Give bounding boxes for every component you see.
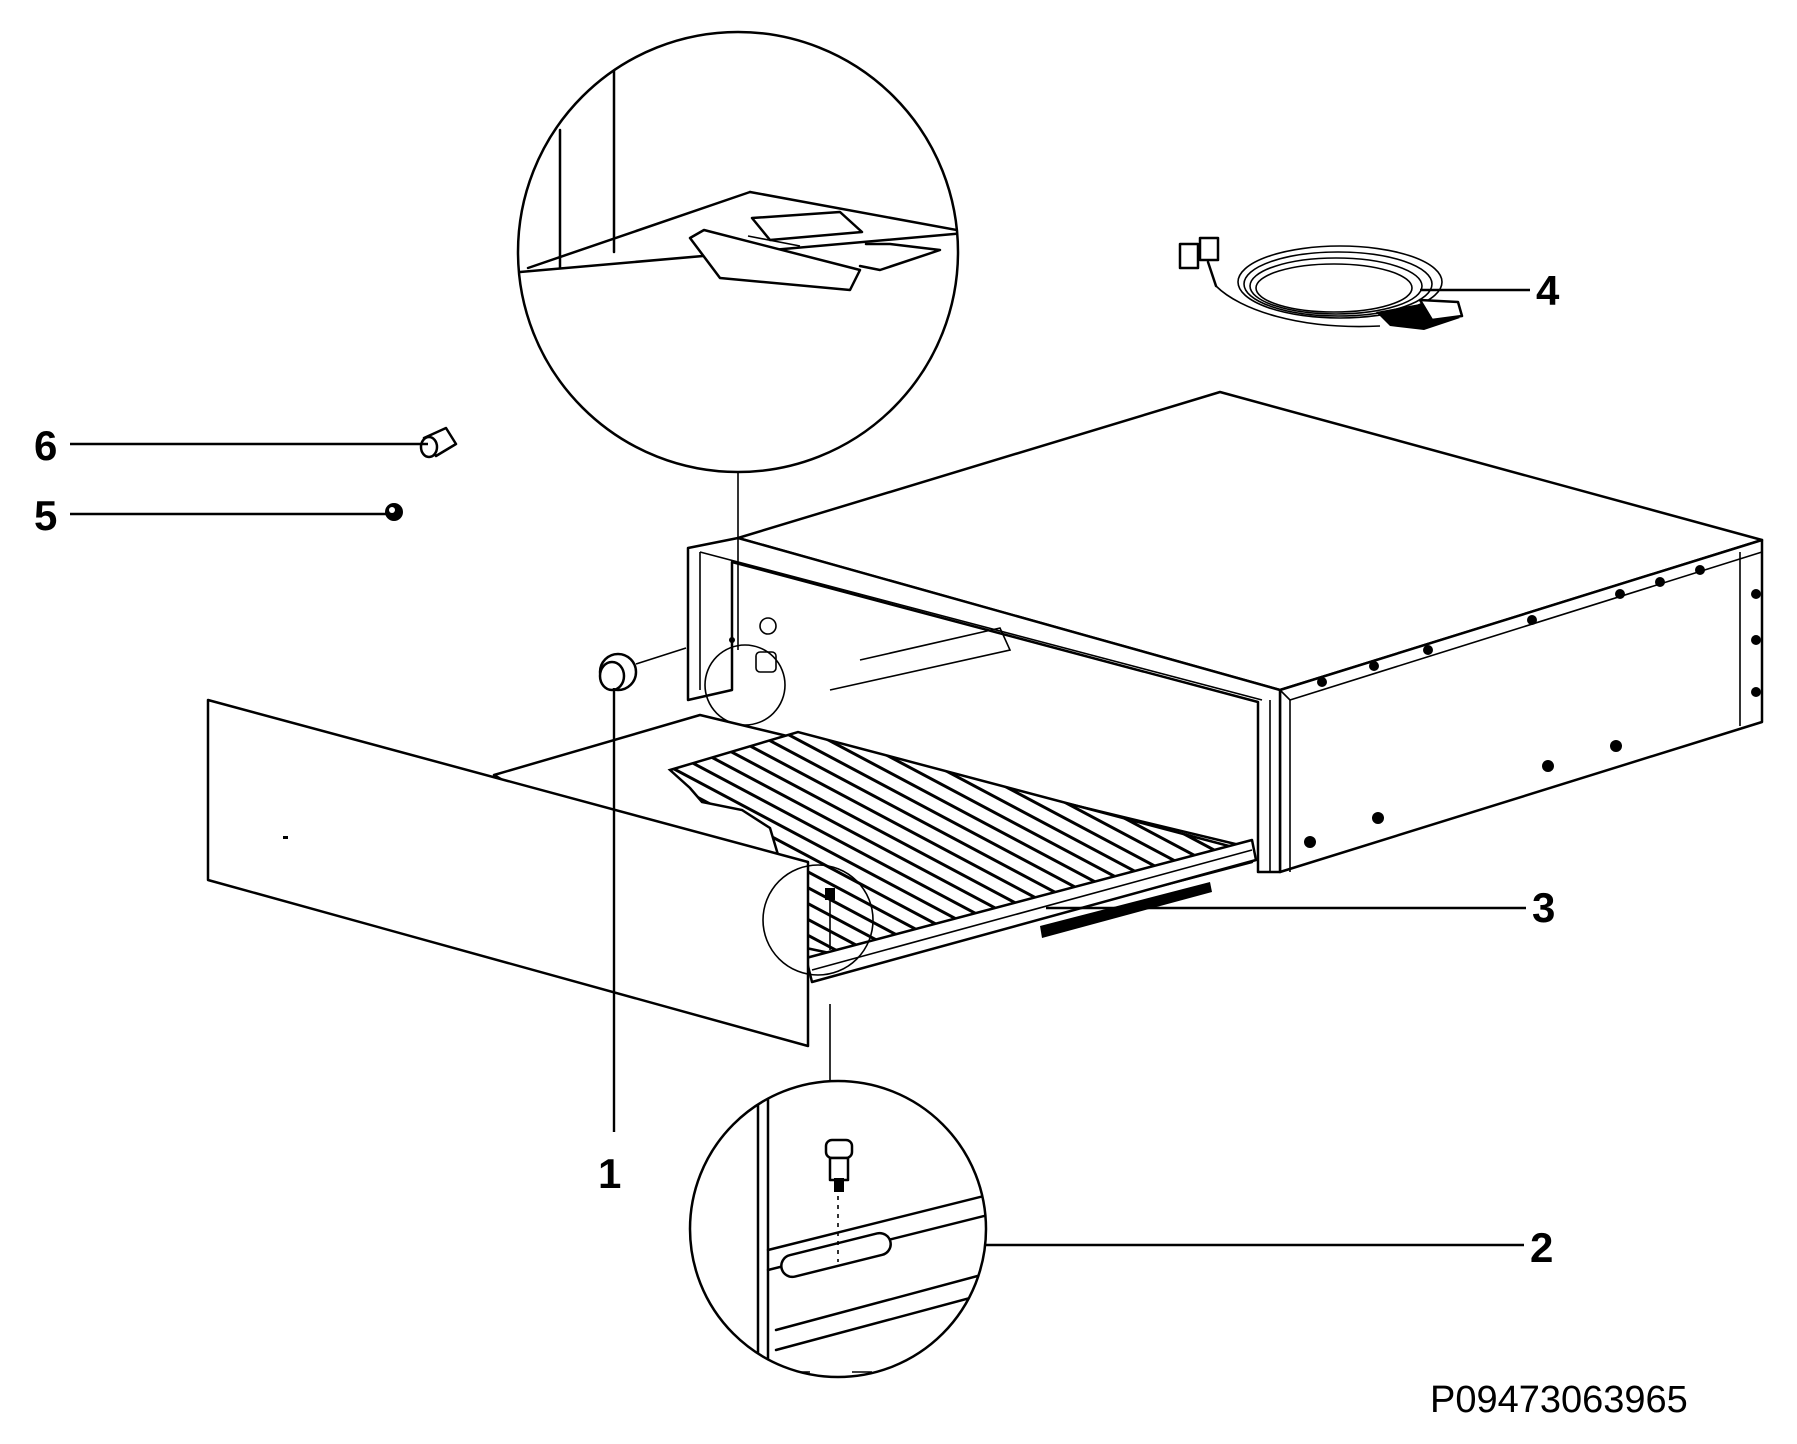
callout-4: 4 (1536, 267, 1560, 314)
callout-5: 5 (34, 492, 57, 539)
detail-circle-bracket (704, 644, 786, 726)
housing-front-frame (686, 536, 1282, 874)
leader-lines (70, 288, 1530, 1247)
drawer-housing (686, 390, 1764, 874)
callout-6: 6 (34, 422, 57, 469)
rail-slide (1040, 882, 1212, 938)
side-mounting-holes (1304, 565, 1761, 848)
pin-part (419, 426, 458, 459)
callout-1: 1 (598, 1150, 621, 1197)
drawing-code: P09473063965 (1430, 1379, 1688, 1421)
drawer (206, 698, 1258, 1048)
callout-2: 2 (1530, 1224, 1553, 1271)
detail-view-bracket (516, 30, 960, 474)
screw-part (385, 503, 403, 521)
power-cord (1178, 236, 1464, 330)
knob (598, 647, 687, 692)
callout-3: 3 (1532, 884, 1555, 931)
detail-view-screw (688, 1079, 988, 1379)
